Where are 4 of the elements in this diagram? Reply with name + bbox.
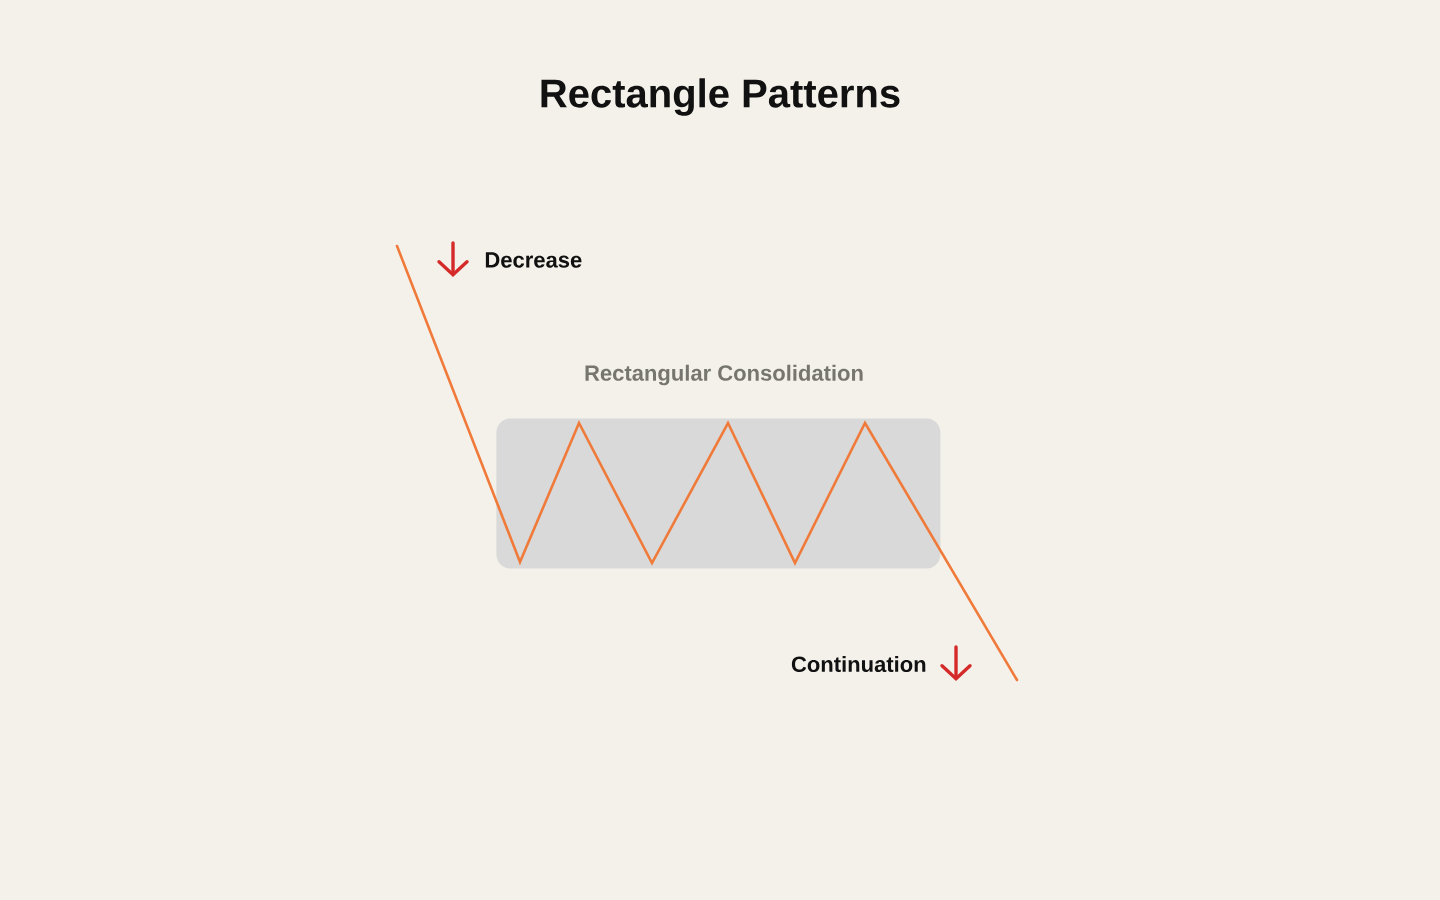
title: Rectangle Patterns [541,78,900,116]
label: Continuation [791,655,926,673]
box-heading: Rectangular Consolidation [585,364,863,386]
label: Decrease [485,252,582,268]
